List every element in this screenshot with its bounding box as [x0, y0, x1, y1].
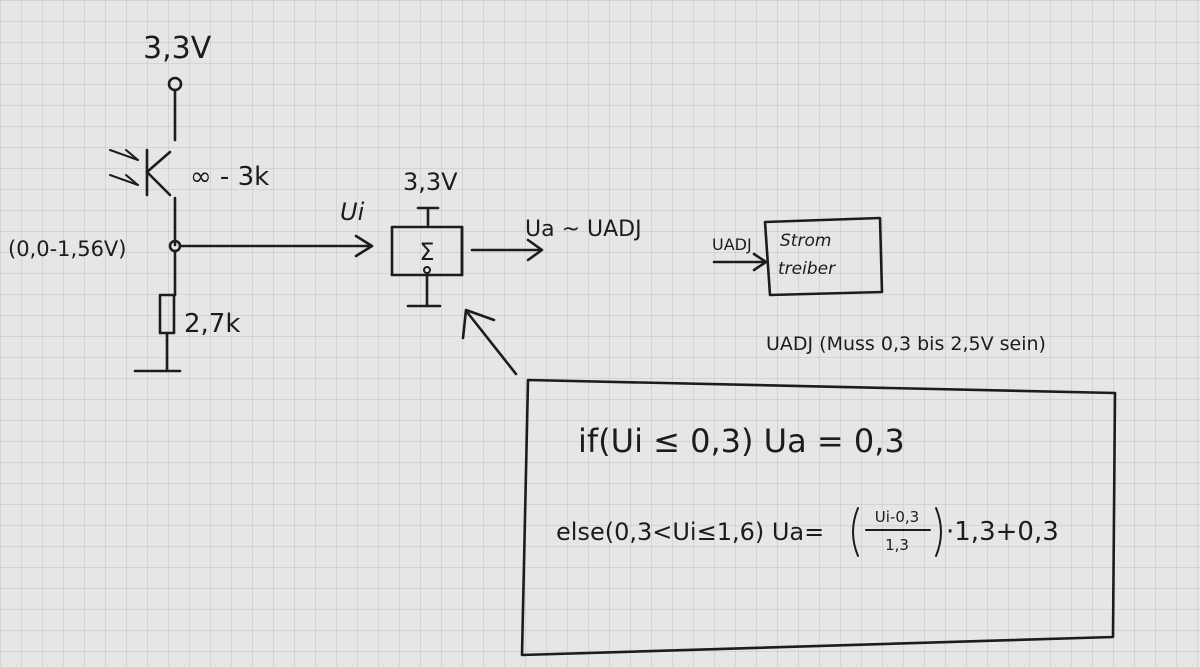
- formula-line2-suffix: ·1,3+0,3: [946, 517, 1059, 547]
- divider-node-label: (0,0-1,56V): [8, 237, 126, 261]
- fraction-denominator: 1,3: [885, 536, 909, 554]
- driver-input-arrow: [752, 252, 768, 272]
- supply-top-label: 3,3V: [143, 31, 212, 66]
- ic-input-label: Ui: [340, 198, 365, 226]
- resistor-symbol: [158, 293, 176, 335]
- driver-line2: treiber: [778, 259, 836, 279]
- driver-input-label: UADJ: [712, 235, 752, 254]
- ic-pin-dot: [423, 266, 431, 274]
- constraint-note: UADJ (Muss 0,3 bis 2,5V sein): [766, 333, 1046, 355]
- ldr-label: ∞ - 3k: [190, 162, 269, 192]
- ic-output-arrow: [526, 238, 544, 262]
- formula-fraction: Ui-0,3 1,3: [852, 507, 942, 557]
- pointer-arrow-head: [461, 308, 496, 340]
- fraction-numerator: Ui-0,3: [875, 508, 919, 526]
- ic-symbol: Σ: [419, 238, 434, 266]
- pointer-arrow-line: [465, 310, 518, 376]
- ldr-symbol: [109, 148, 172, 197]
- supply-top-terminal: [167, 76, 183, 92]
- driver-block: [763, 216, 884, 297]
- formula-line2-prefix: else(0,3<Ui≤1,6) Ua=: [556, 518, 824, 546]
- formula-line1: if(Ui ≤ 0,3) Ua = 0,3: [578, 422, 905, 460]
- formula-box: [520, 378, 1117, 657]
- ic-supply-label: 3,3V: [403, 168, 458, 196]
- driver-line1: Strom: [780, 231, 831, 251]
- ic-input-arrow: [354, 234, 374, 258]
- resistor-label: 2,7k: [184, 309, 240, 339]
- ic-output-label: Ua ~ UADJ: [525, 217, 642, 242]
